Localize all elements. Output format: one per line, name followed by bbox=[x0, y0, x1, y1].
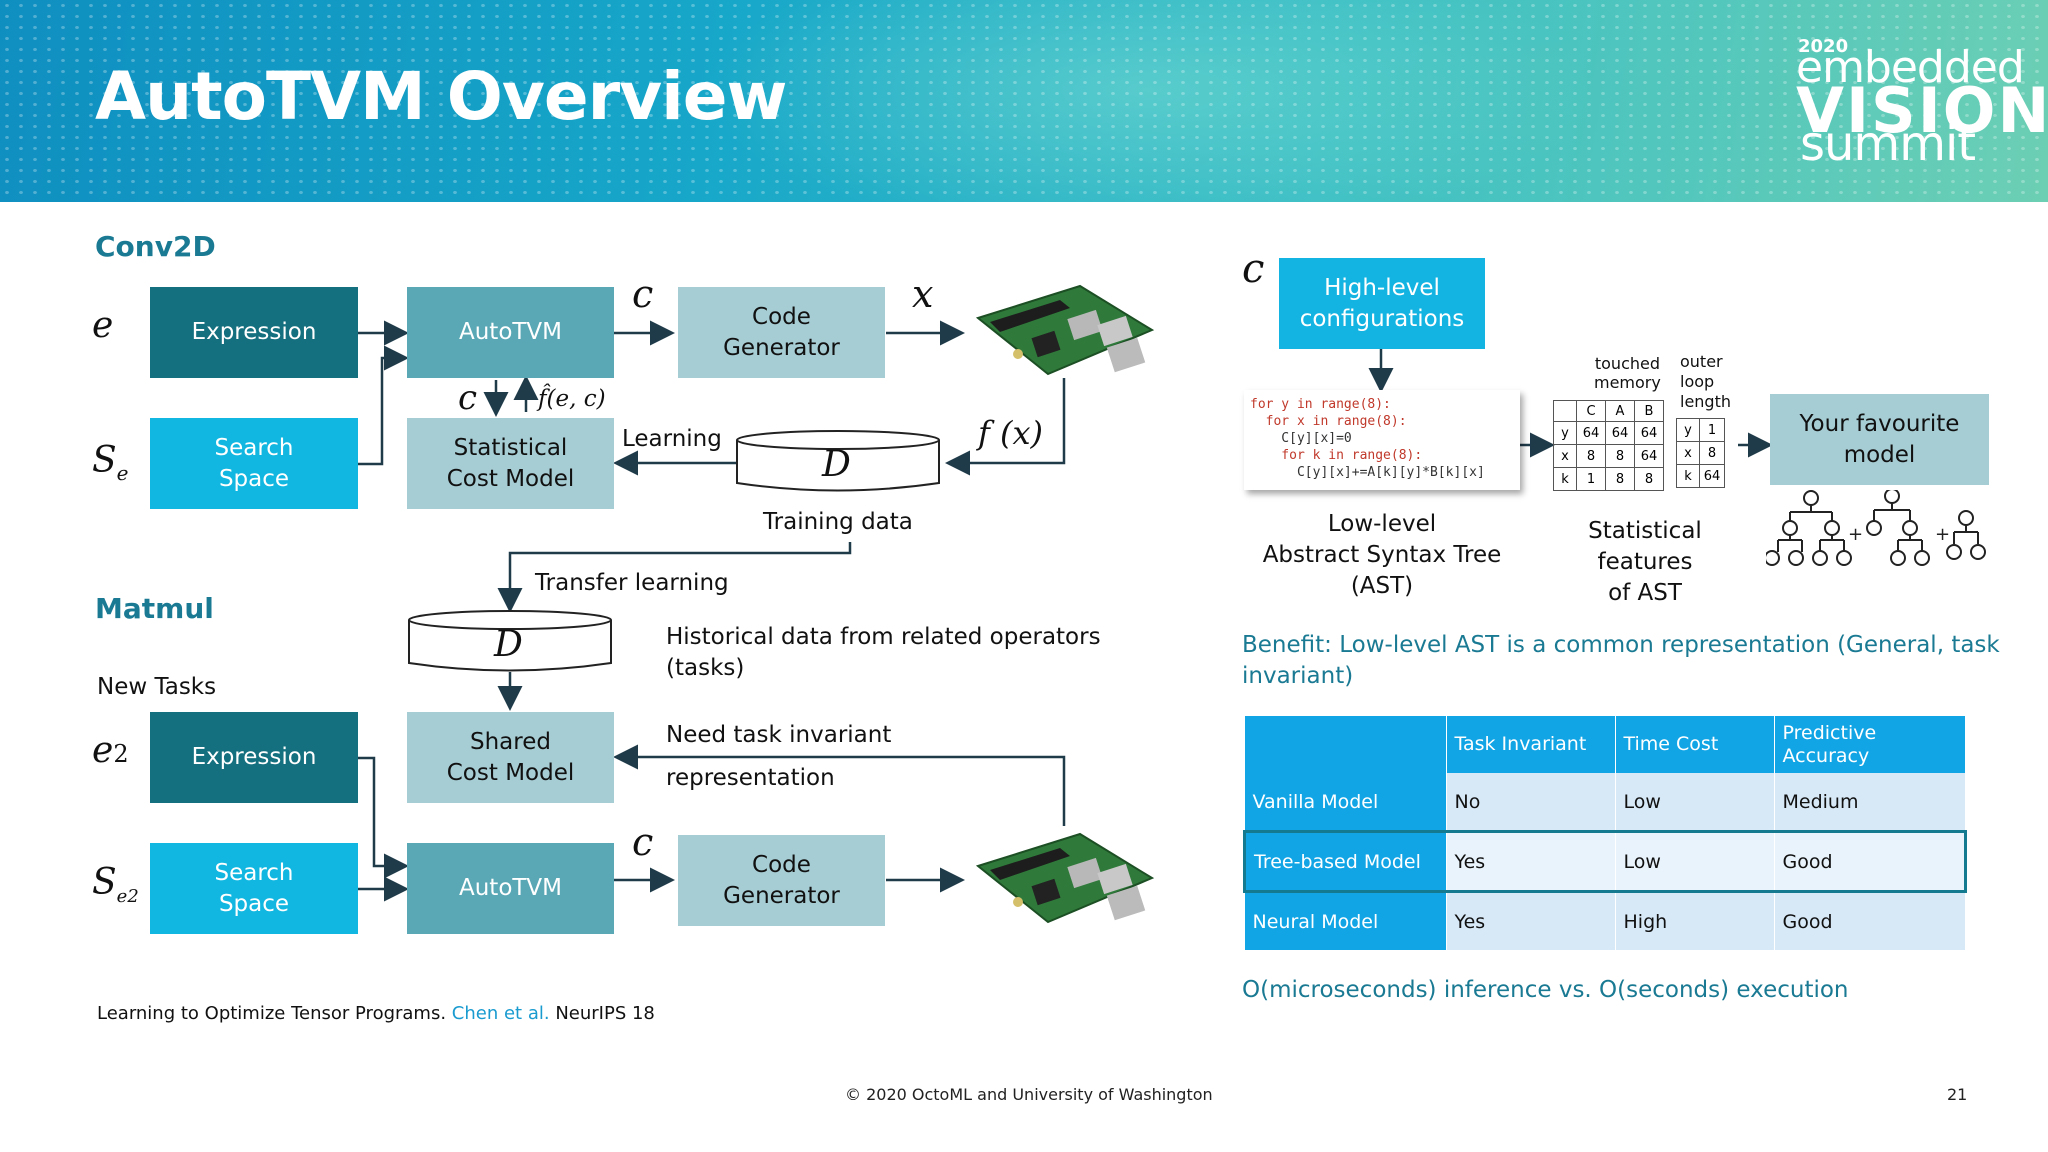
plus-sign-2: + bbox=[1935, 524, 1951, 545]
shared-cost-model-box: Shared Cost Model bbox=[407, 712, 614, 803]
symbol-x: x bbox=[912, 272, 934, 316]
table-row: Vanilla Model No Low Medium bbox=[1244, 773, 1966, 832]
historical-data-label: Historical data from related operators (… bbox=[666, 624, 1101, 681]
symbol-c-matmul: c bbox=[632, 820, 654, 864]
symbol-c-top: c bbox=[632, 272, 654, 316]
benefit-text: Benefit: Low-level AST is a common repre… bbox=[1242, 632, 2000, 689]
citation-authors-link[interactable]: Chen et al. bbox=[451, 1003, 550, 1024]
matmul-autotvm-box: AutoTVM bbox=[407, 843, 614, 934]
event-logo: 2020 embedded VISION summit bbox=[1796, 36, 2048, 172]
symbol-d-training: D bbox=[822, 444, 851, 485]
conv2d-expression-box: Expression bbox=[150, 287, 358, 378]
citation: Learning to Optimize Tensor Programs. Ch… bbox=[97, 1003, 655, 1024]
symbol-c-right: c bbox=[1242, 246, 1265, 292]
statistical-features-label: Statistical features of AST bbox=[1588, 518, 1702, 606]
copyright-footer: © 2020 OctoML and University of Washingt… bbox=[845, 1085, 1213, 1104]
representation-label: representation bbox=[666, 765, 835, 791]
code-line-4: for k in range(8): bbox=[1250, 448, 1423, 463]
symbol-e: e bbox=[92, 305, 114, 346]
raspberry-pi-board-icon bbox=[975, 284, 1155, 376]
touched-memory-table: C A B y 64 64 64 x 8 8 64 k 1 8 8 bbox=[1553, 400, 1664, 491]
matmul-code-generator-box: Code Generator bbox=[678, 835, 885, 926]
tree-models-icon bbox=[1766, 490, 1986, 566]
code-line-2: for x in range(8): bbox=[1250, 414, 1407, 429]
code-line-3: C[y][x]=0 bbox=[1250, 431, 1352, 446]
table-row-highlighted: Tree-based Model Yes Low Good bbox=[1243, 830, 1967, 893]
symbol-fx: f (x) bbox=[978, 414, 1044, 452]
training-data-cylinder bbox=[736, 430, 940, 492]
need-task-invariant-label: Need task invariant bbox=[666, 722, 892, 748]
conv2d-autotvm-box: AutoTVM bbox=[407, 287, 614, 378]
code-line-1: for y in range(8): bbox=[1250, 397, 1391, 412]
symbol-se: Se bbox=[92, 440, 129, 486]
comparison-table-header: Task Invariant Time Cost Predictive Accu… bbox=[1244, 716, 1966, 773]
matmul-search-space-box: Search Space bbox=[150, 843, 358, 934]
symbol-e2: e2 bbox=[92, 730, 129, 771]
symbol-se2: Se2 bbox=[92, 862, 139, 908]
code-line-5: C[y][x]+=A[k][y]*B[k][x] bbox=[1250, 465, 1485, 480]
header-predictive-accuracy: Predictive Accuracy bbox=[1774, 716, 1966, 773]
favourite-model-box: Your favourite model bbox=[1770, 394, 1989, 485]
symbol-d-historical: D bbox=[494, 624, 523, 665]
training-data-label: Training data bbox=[763, 509, 913, 535]
historical-data-cylinder bbox=[408, 610, 612, 672]
slide-title: AutoTVM Overview bbox=[95, 58, 788, 135]
matmul-expression-box: Expression bbox=[150, 712, 358, 803]
symbol-fhat: f̂(e, c) bbox=[538, 386, 606, 412]
plus-sign-1: + bbox=[1848, 524, 1864, 545]
ast-code-snippet: for y in range(8): for x in range(8): C[… bbox=[1244, 390, 1520, 490]
header-cell-blank bbox=[1244, 716, 1447, 773]
statistical-cost-model-box: Statistical Cost Model bbox=[407, 418, 614, 509]
table-row: Neural Model Yes High Good bbox=[1244, 891, 1966, 950]
symbol-c-down: c bbox=[458, 378, 478, 418]
low-level-ast-label: Low-level Abstract Syntax Tree (AST) bbox=[1262, 511, 1502, 599]
inference-note: O(microseconds) inference vs. O(seconds)… bbox=[1242, 977, 1849, 1003]
header-banner bbox=[0, 0, 2048, 202]
matmul-section-label: Matmul bbox=[95, 592, 214, 625]
header-time-cost: Time Cost bbox=[1615, 716, 1775, 773]
transfer-learning-label: Transfer learning bbox=[535, 570, 729, 596]
new-tasks-label: New Tasks bbox=[97, 674, 217, 700]
header-task-invariant: Task Invariant bbox=[1446, 716, 1616, 773]
conv2d-section-label: Conv2D bbox=[95, 230, 216, 263]
high-level-config-box: High-level configurations bbox=[1279, 258, 1485, 349]
outer-loop-length-label: outer loop length bbox=[1680, 352, 1731, 411]
learning-label: Learning bbox=[622, 426, 722, 452]
touched-memory-label: touched memory bbox=[1594, 354, 1661, 392]
conv2d-code-generator-box: Code Generator bbox=[678, 287, 885, 378]
model-comparison-table: Task Invariant Time Cost Predictive Accu… bbox=[1243, 716, 1967, 950]
page-number: 21 bbox=[1947, 1085, 1968, 1104]
conv2d-search-space-box: Search Space bbox=[150, 418, 358, 509]
raspberry-pi-board-icon-2 bbox=[975, 832, 1155, 924]
